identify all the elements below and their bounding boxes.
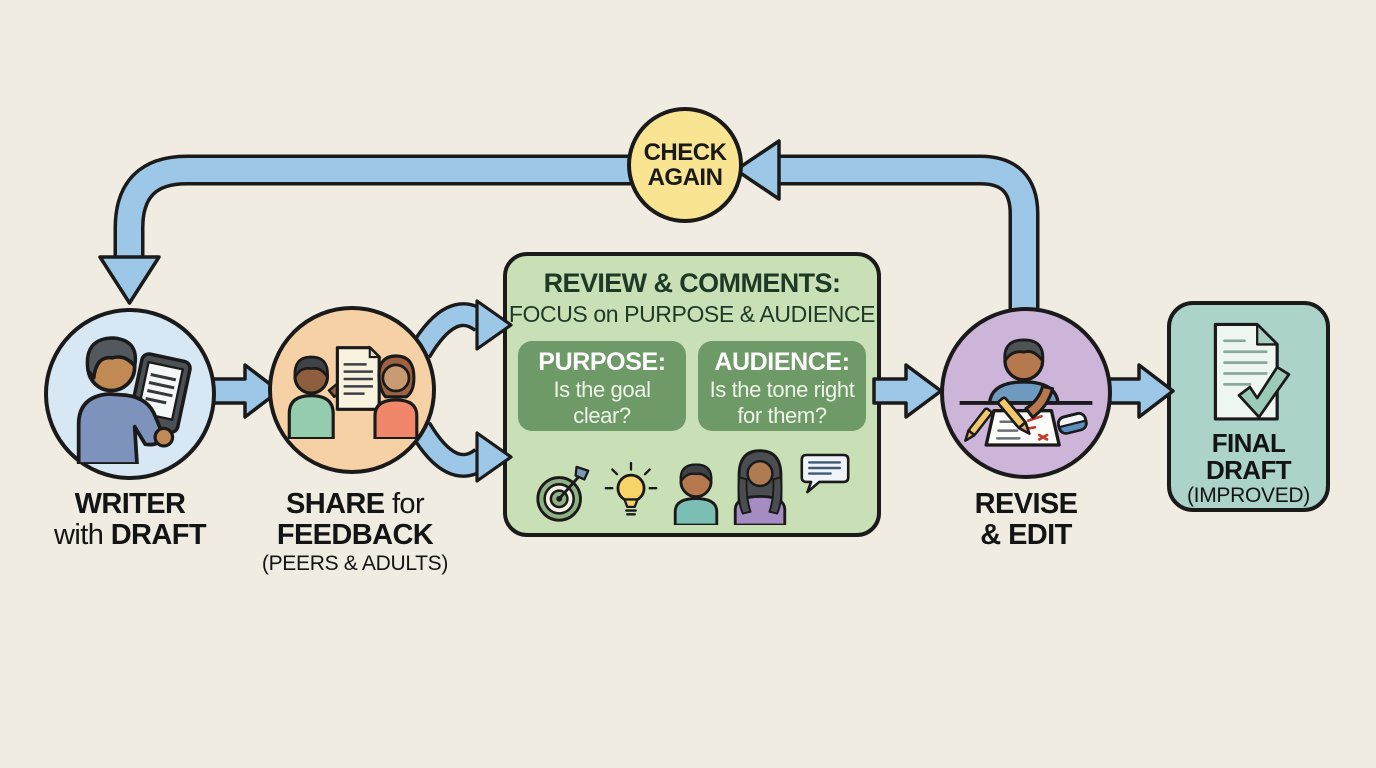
- target-icon: [536, 465, 590, 522]
- revise-label-line2: & EDIT: [980, 519, 1072, 551]
- review-subtitle: FOCUS on PURPOSE & AUDIENCE: [508, 301, 876, 327]
- purpose-line1: Is the goal: [553, 377, 651, 402]
- adult-icon: [733, 449, 787, 525]
- final-draft-box: FINAL DRAFT (IMPROVED): [1167, 301, 1330, 512]
- audience-icons: [671, 445, 851, 525]
- arrow-share-to-review-upper: [409, 299, 513, 359]
- share-node: [268, 306, 436, 474]
- revise-label-line1: REVISE: [974, 488, 1078, 520]
- arrow-revise-to-final: [1106, 363, 1175, 419]
- review-title: REVIEW & COMMENTS:: [543, 268, 841, 298]
- peers-sharing-document-icon: [287, 344, 419, 439]
- speech-bubble-icon: [800, 453, 850, 494]
- review-comments-box: REVIEW & COMMENTS: FOCUS on PURPOSE & AU…: [503, 252, 881, 537]
- lightbulb-icon: [604, 461, 658, 516]
- check-again-line2: AGAIN: [647, 164, 723, 191]
- check-again-line1: CHECK: [643, 138, 727, 166]
- check-again-node: CHECK AGAIN: [627, 107, 743, 223]
- share-label-line1: SHARE for: [285, 488, 425, 520]
- arrow-share-to-review-lower: [409, 421, 513, 483]
- share-label-line2: FEEDBACK: [276, 519, 434, 551]
- purpose-panel: PURPOSE: Is the goal clear?: [518, 341, 686, 431]
- audience-line1: Is the tone right: [709, 377, 855, 402]
- person-editing-icon: [959, 338, 1093, 447]
- check-again-arrowhead: [734, 139, 781, 201]
- writer-node: [44, 308, 216, 480]
- final-draft-title: FINAL DRAFT: [1205, 428, 1292, 485]
- revise-label: REVISE & EDIT: [911, 489, 1141, 551]
- document-check-icon: [1213, 322, 1290, 421]
- writer-with-tablet-icon: [76, 336, 192, 464]
- share-label-line3: (PEERS & ADULTS): [261, 552, 449, 575]
- audience-line2: for them?: [737, 402, 827, 428]
- writer-label: WRITER with DRAFT: [15, 489, 245, 551]
- share-label: SHARE for FEEDBACK (PEERS & ADULTS): [237, 489, 473, 577]
- review-icon-row: [507, 439, 877, 525]
- audience-panel: AUDIENCE: Is the tone right for them?: [698, 341, 866, 431]
- arrow-review-to-revise: [872, 363, 943, 419]
- writer-label-line1: WRITER: [74, 488, 186, 520]
- audience-title: AUDIENCE:: [714, 348, 850, 376]
- revise-node: [940, 307, 1112, 479]
- purpose-line2: clear?: [573, 402, 631, 428]
- final-draft-subtitle: (IMPROVED): [1186, 484, 1310, 507]
- writer-label-line2: with DRAFT: [54, 519, 207, 551]
- writer-arrowhead: [98, 255, 161, 305]
- loop-arrow-left-segment: [98, 154, 632, 305]
- loop-arrow-right-segment: [734, 139, 1040, 316]
- purpose-icons: [533, 461, 659, 525]
- child-icon: [673, 463, 719, 525]
- arrow-writer-to-share: [211, 363, 281, 419]
- review-panels: PURPOSE: Is the goal clear? AUDIENCE: Is…: [507, 341, 877, 431]
- purpose-title: PURPOSE:: [538, 348, 666, 376]
